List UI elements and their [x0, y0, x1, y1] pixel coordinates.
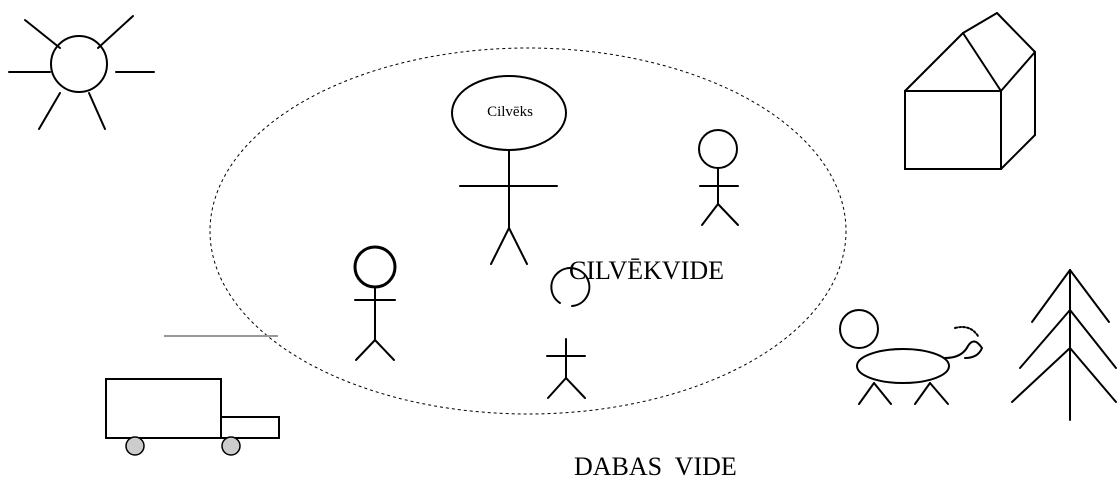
truck-wheel-rear: [125, 436, 145, 456]
person-figure-small-3: [546, 267, 591, 399]
person-figure-small-2: [353, 245, 397, 361]
animal-icon: [839, 309, 984, 405]
outer-region-label: DABAS VIDE: [574, 452, 737, 479]
human-environment-boundary: [209, 47, 847, 415]
sun-icon: [8, 15, 155, 130]
person-head-label: Cilvēks: [487, 104, 533, 120]
person-figure-small-1: [698, 129, 739, 226]
house-icon: [904, 12, 1036, 170]
tree-icon: [1011, 269, 1117, 421]
inner-region-label: CILVĒKVIDE: [569, 256, 724, 285]
truck-wheel-front: [221, 436, 241, 456]
person-figure-large: Cilvēks: [451, 75, 567, 265]
truck-icon: [105, 378, 280, 456]
